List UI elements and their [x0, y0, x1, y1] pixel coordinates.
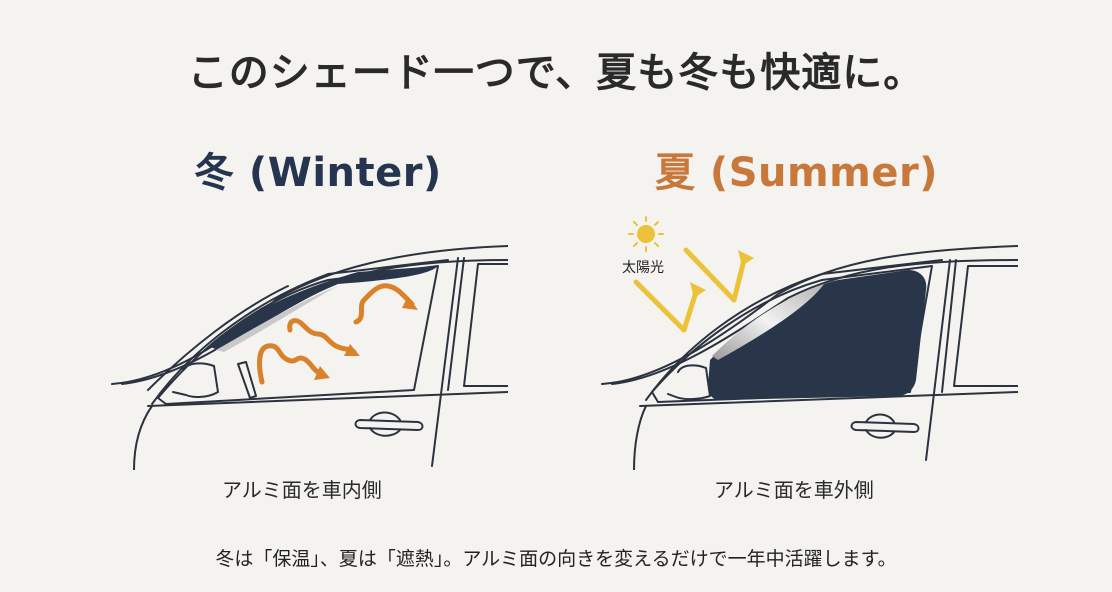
winter-title: 冬 (Winter) [194, 150, 442, 196]
sunlight-label: 太陽光 [622, 260, 664, 276]
headline: このシェード一つで、夏も冬も快適に。 [187, 50, 925, 96]
summer-car-illustration [601, 216, 1018, 470]
summer-caption: アルミ面を車外側 [714, 478, 874, 502]
sun-icon [628, 216, 664, 252]
winter-car-illustration [111, 245, 508, 470]
footer-text: 冬は「保温」、夏は「遮熱」。アルミ面の向きを変えるだけで一年中活躍します。 [215, 548, 897, 570]
summer-title: 夏 (Summer) [655, 150, 938, 196]
winter-caption: アルミ面を車内側 [222, 478, 382, 502]
